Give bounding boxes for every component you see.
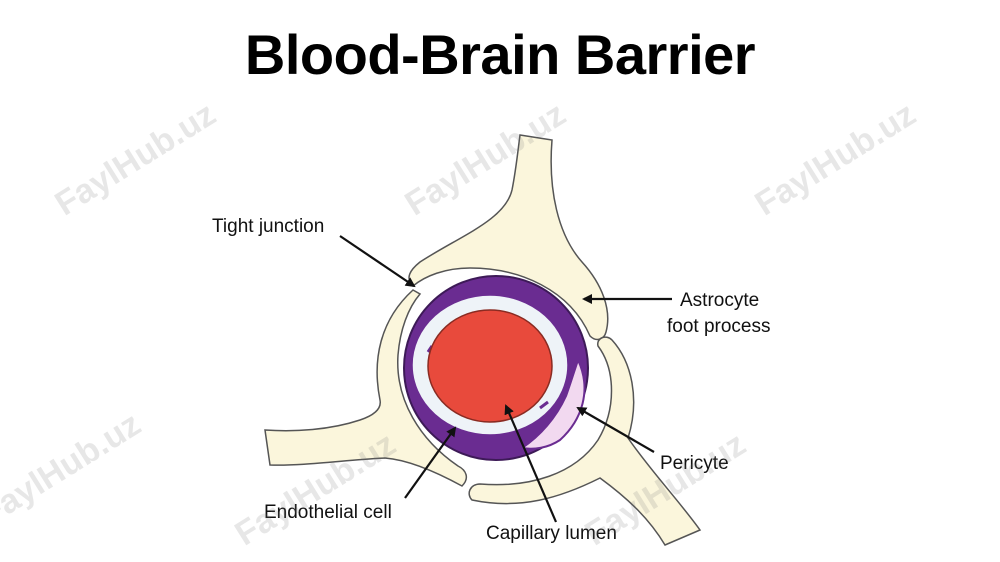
- page-title: Blood-Brain Barrier: [244, 23, 756, 86]
- astrocyte-right-arm: [468, 336, 702, 546]
- arrow-tight-junction: [339, 235, 416, 288]
- astrocyte-foot-processes: [264, 134, 702, 546]
- label-pericyte: Pericyte: [660, 453, 729, 474]
- pointer-arrows: [339, 235, 672, 523]
- astrocyte-left-arm: [264, 289, 468, 487]
- capillary: [403, 275, 589, 461]
- capillary-lumen-shape: [427, 309, 553, 423]
- astrocyte-upper-arm: [408, 134, 609, 341]
- arrow-endothelial: [404, 426, 457, 499]
- arrow-lumen: [504, 404, 558, 523]
- label-endothelial-cell: Endothelial cell: [264, 502, 392, 523]
- label-tight-junction: Tight junction: [212, 216, 325, 237]
- label-astrocyte-line2: foot process: [667, 316, 771, 337]
- label-capillary-lumen: Capillary lumen: [486, 523, 617, 544]
- arrow-pericyte: [576, 406, 655, 453]
- label-astrocyte-line1: Astrocyte: [680, 290, 760, 311]
